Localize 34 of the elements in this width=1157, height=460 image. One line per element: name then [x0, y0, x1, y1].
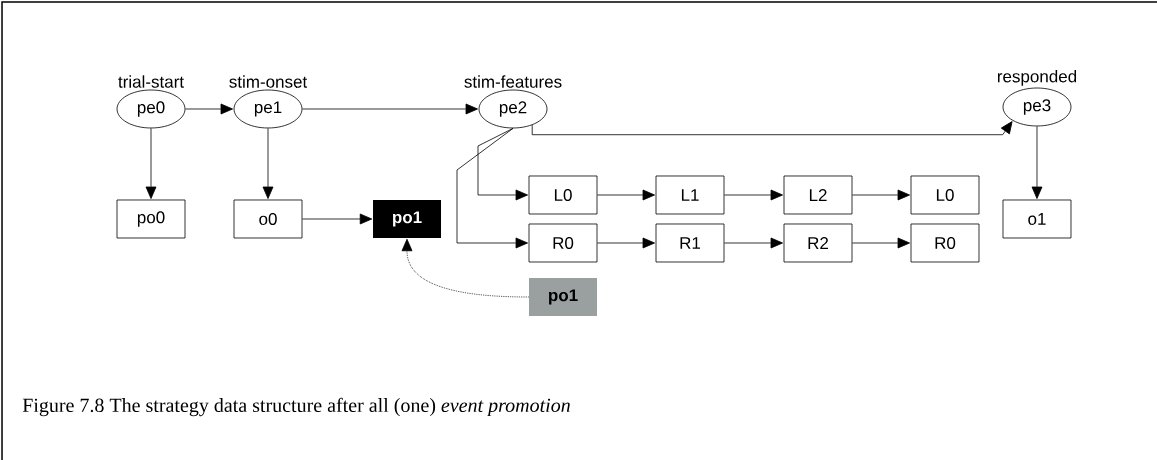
arrow: [597, 189, 655, 201]
caption: Figure 7.8 The strategy data structure after all (one) event promotion: [22, 397, 570, 417]
object-box: o0: [233, 199, 303, 239]
object-box: R1: [655, 223, 725, 263]
heading: stim-features: [464, 75, 562, 88]
object-box: L1: [655, 175, 725, 215]
arrow: [456, 128, 528, 249]
arrow: [145, 128, 157, 199]
arrow: [401, 238, 530, 298]
arrow: [724, 189, 783, 201]
highlighted-box: po1: [373, 200, 441, 238]
arrow: [1031, 126, 1043, 199]
arrow: [185, 103, 233, 115]
arrow: [724, 237, 783, 249]
promoted-box: po1: [529, 278, 597, 316]
arrow: [262, 128, 274, 199]
arrow: [852, 237, 910, 249]
arrow: [597, 237, 655, 249]
object-box: po0: [116, 199, 186, 239]
object-box: o1: [1002, 199, 1072, 239]
heading: stim-onset: [229, 75, 308, 88]
object-box: L0: [528, 175, 598, 215]
object-box: R0: [528, 223, 598, 263]
object-box: L2: [783, 175, 853, 215]
object-box: R0: [910, 223, 980, 263]
arrow: [531, 121, 1013, 136]
object-box: L0: [910, 175, 980, 215]
arrow: [302, 213, 373, 225]
arrow: [852, 189, 910, 201]
object-box: R2: [783, 223, 853, 263]
heading: trial-start: [118, 75, 184, 88]
heading: responded: [997, 69, 1077, 86]
arrow: [302, 103, 478, 115]
arrow: [477, 128, 528, 201]
